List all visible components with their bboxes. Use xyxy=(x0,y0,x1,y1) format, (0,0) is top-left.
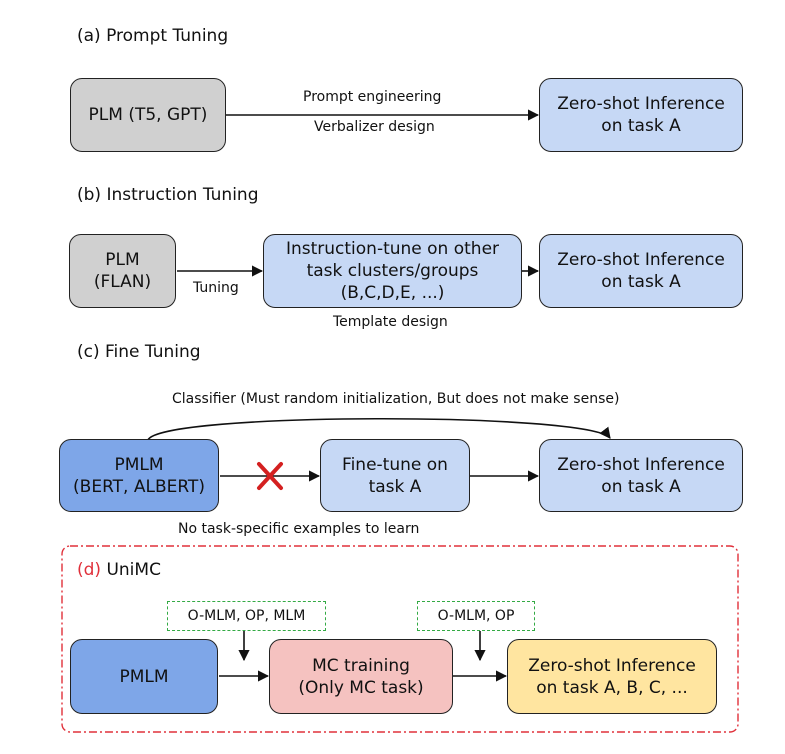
zero-shot-box-b: Zero-shot Inference on task A xyxy=(539,234,743,308)
cross-mark-icon xyxy=(257,462,283,490)
zero-shot-box-d: Zero-shot Inference on task A, B, C, ... xyxy=(507,639,717,714)
instruction-tune-box: Instruction-tune on other task clusters/… xyxy=(263,234,522,308)
zero-shot-label-d: Zero-shot Inference on task A, B, C, ... xyxy=(528,655,696,698)
classifier-label: Classifier (Must random initialization, … xyxy=(172,391,620,407)
arrow-c-classifier-curve xyxy=(147,417,611,441)
objective-label-2: O-MLM, OP xyxy=(437,608,515,624)
mc-training-box: MC training (Only MC task) xyxy=(269,639,453,714)
pmlm-label-d: PMLM xyxy=(119,666,169,687)
section-b-title: (b) Instruction Tuning xyxy=(77,185,259,205)
section-c-title: (c) Fine Tuning xyxy=(77,342,201,362)
zero-shot-label-a: Zero-shot Inference on task A xyxy=(557,94,725,136)
zero-shot-box-a: Zero-shot Inference on task A xyxy=(539,78,743,152)
zero-shot-box-c: Zero-shot Inference on task A xyxy=(539,439,743,512)
pmlm-box-d: PMLM xyxy=(70,639,218,714)
zero-shot-label-b: Zero-shot Inference on task A xyxy=(557,250,725,292)
plm-flan-box: PLM (FLAN) xyxy=(69,234,176,308)
objective-box-2: O-MLM, OP xyxy=(417,601,535,631)
mc-training-label: MC training (Only MC task) xyxy=(298,655,424,698)
objective-label-1: O-MLM, OP, MLM xyxy=(187,608,306,624)
tuning-label: Tuning xyxy=(193,280,239,296)
prompt-engineering-label: Prompt engineering xyxy=(303,89,442,105)
zero-shot-label-c: Zero-shot Inference on task A xyxy=(557,454,725,497)
fine-tune-label: Fine-tune on task A xyxy=(342,454,448,497)
pmlm-bert-label: PMLM (BERT, ALBERT) xyxy=(73,454,205,497)
instruction-tune-label: Instruction-tune on other task clusters/… xyxy=(285,239,500,303)
section-a-title: (a) Prompt Tuning xyxy=(77,26,229,46)
section-d-prefix: (d) xyxy=(77,560,102,580)
plm-t5-gpt-label: PLM (T5, GPT) xyxy=(88,105,208,125)
section-d-name: UniMC xyxy=(106,560,161,580)
verbalizer-design-label: Verbalizer design xyxy=(314,119,435,135)
fine-tune-box: Fine-tune on task A xyxy=(320,439,470,512)
plm-t5-gpt-box: PLM (T5, GPT) xyxy=(70,78,226,152)
template-design-label: Template design xyxy=(333,314,448,330)
unimc-frame xyxy=(61,545,739,733)
section-d-title: (d) UniMC xyxy=(77,560,161,580)
objective-box-1: O-MLM, OP, MLM xyxy=(167,601,326,631)
plm-flan-label: PLM (FLAN) xyxy=(93,250,152,292)
pmlm-bert-box: PMLM (BERT, ALBERT) xyxy=(59,439,219,512)
no-task-specific-label: No task-specific examples to learn xyxy=(178,521,420,537)
